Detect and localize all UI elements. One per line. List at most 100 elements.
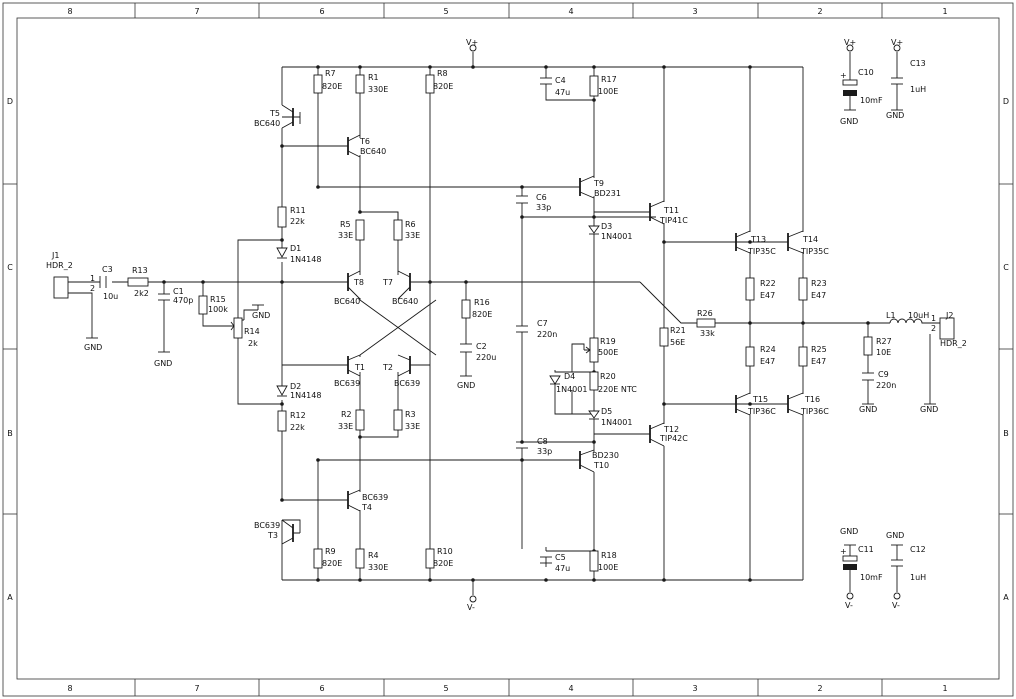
col-label-top: 5 — [443, 7, 448, 16]
capacitor-C10 — [842, 79, 858, 86]
rail-circles — [846, 44, 901, 600]
row-label-left: B — [7, 429, 13, 438]
transistor-T15 — [735, 392, 751, 416]
gnd-label: GND — [840, 527, 858, 536]
r12-ref: R12 — [290, 411, 306, 420]
r22-ref: R22 — [760, 279, 776, 288]
resistor-R8 — [425, 74, 435, 94]
c7-ref: C7 — [537, 319, 548, 328]
resistor-R27 — [863, 336, 873, 356]
j1-pin1: 1 — [90, 274, 95, 283]
diode-D3 — [588, 225, 600, 235]
c8-value: 33p — [537, 447, 552, 456]
resistor-bodies — [127, 74, 873, 572]
t10-ref: T10 — [593, 461, 609, 470]
capacitor-C3 — [99, 276, 107, 288]
c5-value: 47u — [555, 564, 570, 573]
resistor-R7 — [313, 74, 323, 94]
r1-value: 330E — [368, 85, 388, 94]
j2-part: HDR_2 — [940, 339, 967, 348]
j2-pin1: 1 — [931, 314, 936, 323]
c1-ref: C1 — [173, 287, 184, 296]
r2-ref: R2 — [341, 410, 352, 419]
t14-part: TIP35C — [800, 247, 829, 256]
r22-value: E47 — [760, 291, 775, 300]
c11-value: 10mF — [860, 573, 883, 582]
r27-value: 10E — [876, 348, 891, 357]
transistor-T16 — [787, 392, 804, 416]
c7-value: 220n — [537, 330, 557, 339]
resistor-R25 — [798, 346, 808, 367]
row-label-right: D — [1003, 97, 1009, 106]
connectors — [53, 276, 955, 340]
r21-ref: R21 — [670, 326, 686, 335]
c3-value: 10u — [103, 292, 118, 301]
transistor-T8 — [347, 270, 361, 300]
t8-ref: T8 — [353, 278, 364, 287]
r20-value: 220E NTC — [598, 385, 637, 394]
d3-value: 1N4001 — [601, 232, 632, 241]
r5-value: 33E — [338, 231, 353, 240]
col-label-bottom: 2 — [817, 684, 822, 693]
resistor-R14 — [233, 317, 243, 339]
vminus-label: V- — [845, 601, 853, 610]
gnd-label: GND — [886, 111, 904, 120]
c8-ref: C8 — [537, 437, 548, 446]
d3-ref: D3 — [601, 222, 612, 231]
t11-part: TIP41C — [659, 216, 688, 225]
col-label-bottom: 3 — [692, 684, 697, 693]
d4-ref: D4 — [564, 372, 575, 381]
vplus-label: V+ — [844, 38, 856, 47]
t11-ref: T11 — [663, 206, 679, 215]
diode-D1 — [276, 247, 288, 259]
c12-value: 1uH — [910, 573, 926, 582]
row-label-left: D — [7, 97, 13, 106]
svg-text:+: + — [840, 547, 847, 556]
diode-D4 — [549, 375, 561, 385]
capacitor-bodies — [99, 77, 903, 567]
d2-value: 1N4148 — [290, 391, 321, 400]
col-label-bottom: 7 — [194, 684, 199, 693]
d1-ref: D1 — [290, 244, 301, 253]
transistor-T13 — [735, 230, 751, 254]
t14-ref: T14 — [802, 235, 818, 244]
transistors — [281, 104, 804, 545]
r10-value: 820E — [433, 559, 453, 568]
labels: V+ V- V+ V+ V- V- GND GND GND GND GND GN… — [46, 38, 967, 612]
transistor-T4 — [347, 489, 361, 512]
transistor-T2 — [397, 354, 418, 377]
gnd-label: GND — [457, 381, 475, 390]
ground-symbols — [86, 109, 936, 546]
j1-pin2: 2 — [90, 284, 95, 293]
capacitor-C6 — [516, 195, 528, 204]
r23-value: E47 — [811, 291, 826, 300]
col-label-bottom: 5 — [443, 684, 448, 693]
j2-ref: J2 — [945, 311, 953, 320]
r3-value: 33E — [405, 422, 420, 431]
t2-ref: T2 — [382, 363, 393, 372]
t15-part: TIP36C — [747, 407, 776, 416]
transistor-T14 — [787, 230, 804, 254]
gnd-label: GND — [920, 405, 938, 414]
r21-value: 56E — [670, 338, 685, 347]
vplus-label: V+ — [466, 38, 478, 47]
junctions — [162, 65, 870, 582]
r4-value: 330E — [368, 563, 388, 572]
d1-value: 1N4148 — [290, 255, 321, 264]
r26-ref: R26 — [697, 309, 713, 318]
c6-value: 33p — [536, 203, 551, 212]
t3-ref: T3 — [267, 531, 278, 540]
vminus-label: V- — [892, 601, 900, 610]
capacitor-C12 — [891, 559, 903, 567]
resistor-R20 — [589, 371, 599, 391]
vplus-label: V+ — [891, 38, 903, 47]
r24-value: E47 — [760, 357, 775, 366]
capacitor-C2 — [460, 343, 472, 353]
t6-ref: T6 — [359, 137, 370, 146]
r16-value: 820E — [472, 310, 492, 319]
t2-part: BC639 — [394, 379, 420, 388]
col-label-top: 2 — [817, 7, 822, 16]
connector-J2 — [939, 317, 955, 340]
c1-value: 470p — [173, 296, 193, 305]
c11-ref: C11 — [858, 545, 874, 554]
